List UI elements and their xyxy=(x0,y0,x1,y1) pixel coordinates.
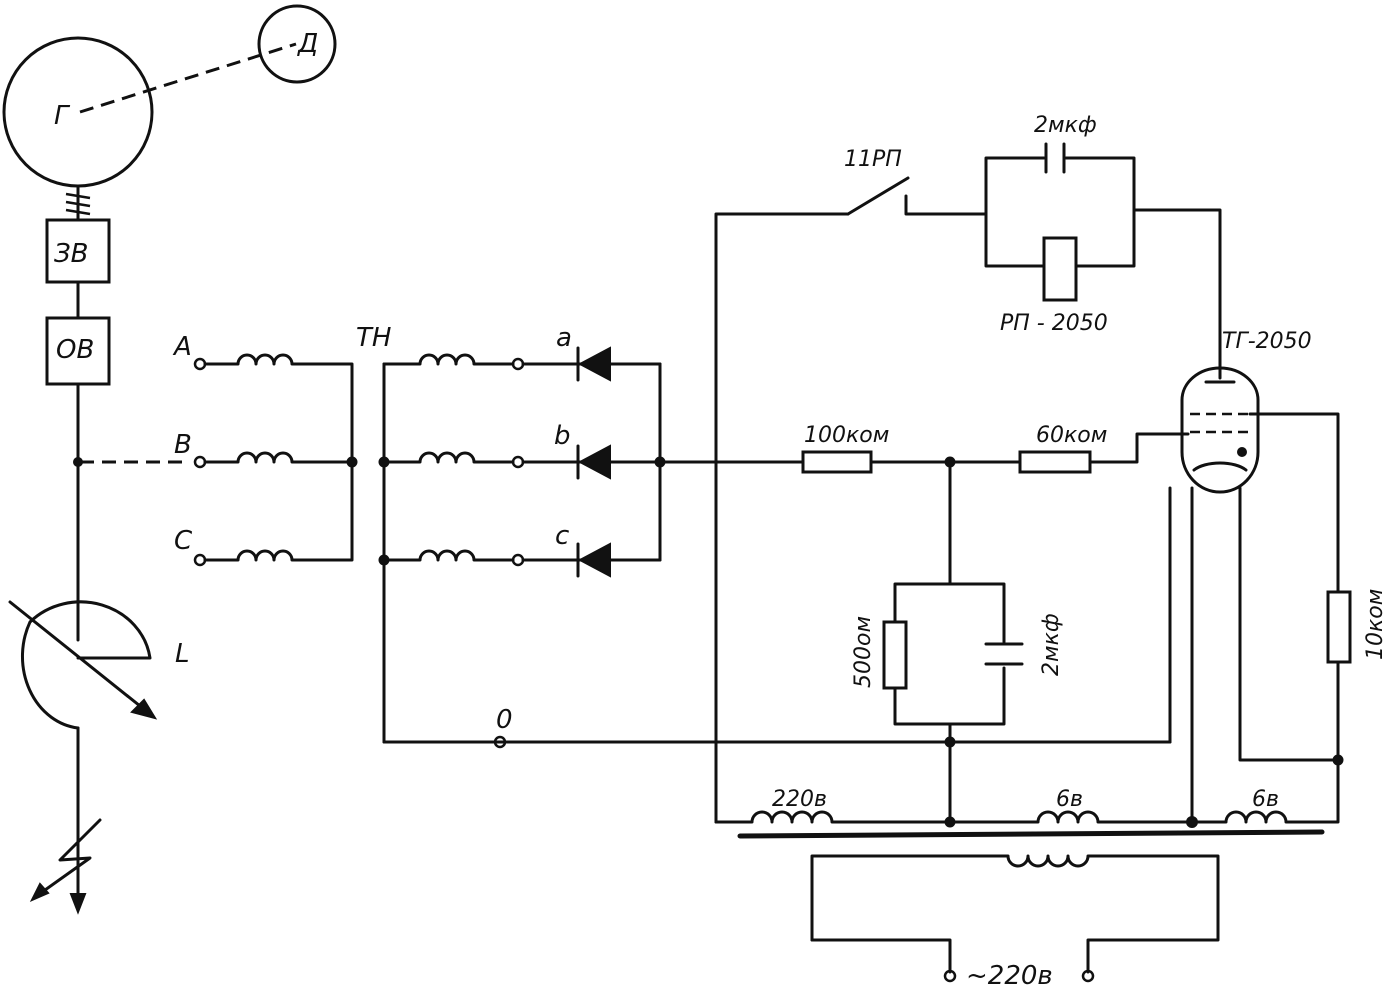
mains-terminal-right xyxy=(1081,969,1095,983)
r60-label: 60ком xyxy=(1036,423,1107,448)
diode-a xyxy=(577,346,611,382)
phase-b-label: B xyxy=(174,430,192,460)
relay-parallel-bottom xyxy=(984,212,1136,268)
load-label: L xyxy=(175,639,190,669)
rc-network xyxy=(893,582,1006,726)
transformer-core xyxy=(737,829,1325,839)
cap-top-label: 2мкф xyxy=(1034,113,1097,138)
rect-c-label: c xyxy=(555,521,569,551)
secondary-coil-a xyxy=(382,353,515,366)
tr-6a-label: 6в xyxy=(1056,787,1083,812)
mains-label: ~220в xyxy=(966,961,1053,991)
relay-contact-11rp xyxy=(846,176,910,216)
secondary-coil-b xyxy=(382,451,515,464)
shield-grid-lead xyxy=(1248,412,1340,594)
phase-c-label: C xyxy=(174,526,193,556)
terminal-neutral xyxy=(493,735,507,749)
r10-lower xyxy=(1288,660,1340,824)
exciter-label: ЗВ xyxy=(54,239,89,269)
grid-to-tube xyxy=(1088,432,1190,464)
supply-transformer: 220в 6в 6в ~220в xyxy=(714,787,1325,991)
grid-circuit: 100ком 60ком 500ом 2мкф xyxy=(658,423,1190,824)
resistor-60k xyxy=(1018,450,1092,474)
secondary-6v-coil-a xyxy=(948,810,1194,824)
tr-220-label: 220в xyxy=(772,787,827,812)
cap-mid-label: 2мкф xyxy=(1039,613,1064,676)
generator-label: Г xyxy=(54,101,71,131)
r500-label: 500ом xyxy=(851,616,876,688)
primary-star-node xyxy=(346,456,358,468)
load-symbol xyxy=(20,600,152,730)
relay-contact-label: 11РП xyxy=(844,147,902,172)
resistor-100k xyxy=(801,450,873,474)
thyratron-label: ТГ-2050 xyxy=(1222,329,1312,354)
secondary-6v-coil-b xyxy=(1190,810,1292,824)
generator-group: Г Д ЗВ ОВ xyxy=(2,4,337,642)
relay-contact-right xyxy=(904,194,988,216)
rect-b-label: b xyxy=(554,421,571,451)
motor-label: Д xyxy=(297,29,318,59)
tn-secondary: a b c 0 xyxy=(378,323,1172,749)
relay-to-plate xyxy=(1132,208,1222,380)
field-winding-label: ОВ xyxy=(56,335,94,365)
field-winding-box xyxy=(45,316,111,386)
rect-a-label: a xyxy=(556,323,572,353)
load-arrowhead xyxy=(130,698,158,720)
r10-label: 10ком xyxy=(1363,589,1387,660)
lightning-arrowhead xyxy=(29,882,50,903)
resistor-10k xyxy=(1326,590,1352,664)
brush-springs xyxy=(65,192,91,216)
primary-coil-c xyxy=(203,460,354,562)
tn-primary: A B C ТН xyxy=(172,323,391,567)
resistor-500 xyxy=(882,620,908,690)
tr-6b-label: 6в xyxy=(1252,787,1279,812)
relay-coil-rp2050 xyxy=(1042,236,1078,302)
primary-coil-b xyxy=(203,451,354,464)
secondary-220v-coil xyxy=(714,810,952,824)
phase-a-label: A xyxy=(172,332,192,362)
diode-c xyxy=(577,542,611,578)
generator-symbol xyxy=(2,36,154,188)
thyratron-group: ТГ-2050 10ком xyxy=(1180,329,1387,824)
mechanical-coupling xyxy=(79,42,297,114)
relay-parallel-top xyxy=(984,156,1136,216)
lightning-symbol xyxy=(36,818,102,897)
motor-symbol xyxy=(257,4,337,84)
rc-neutral-node xyxy=(944,736,956,748)
heater-lead-1 xyxy=(1238,486,1340,762)
thyratron-cathode xyxy=(1192,461,1248,472)
relay-label: РП - 2050 xyxy=(1000,311,1108,336)
mains-terminal-left xyxy=(943,969,957,983)
primary-coil-a xyxy=(203,353,354,464)
primary-left-lead xyxy=(810,938,952,974)
load-group: L xyxy=(8,600,190,915)
output-arrowhead xyxy=(69,893,87,915)
left-supply-wire xyxy=(714,212,850,824)
thyratron-gas-dot xyxy=(1237,447,1247,457)
secondary-coil-c xyxy=(382,549,515,562)
thyratron-envelope xyxy=(1180,366,1260,494)
neutral-label: 0 xyxy=(496,705,513,735)
r100-label: 100ком xyxy=(804,423,889,448)
plate-circuit: 11РП 2мкф РП - 2050 xyxy=(714,113,1222,824)
load-variable-arrow xyxy=(8,600,152,716)
tn-label: ТН xyxy=(356,323,391,353)
tr-node-950 xyxy=(944,816,956,828)
primary-coil xyxy=(810,854,1220,974)
diode-b xyxy=(577,444,611,480)
